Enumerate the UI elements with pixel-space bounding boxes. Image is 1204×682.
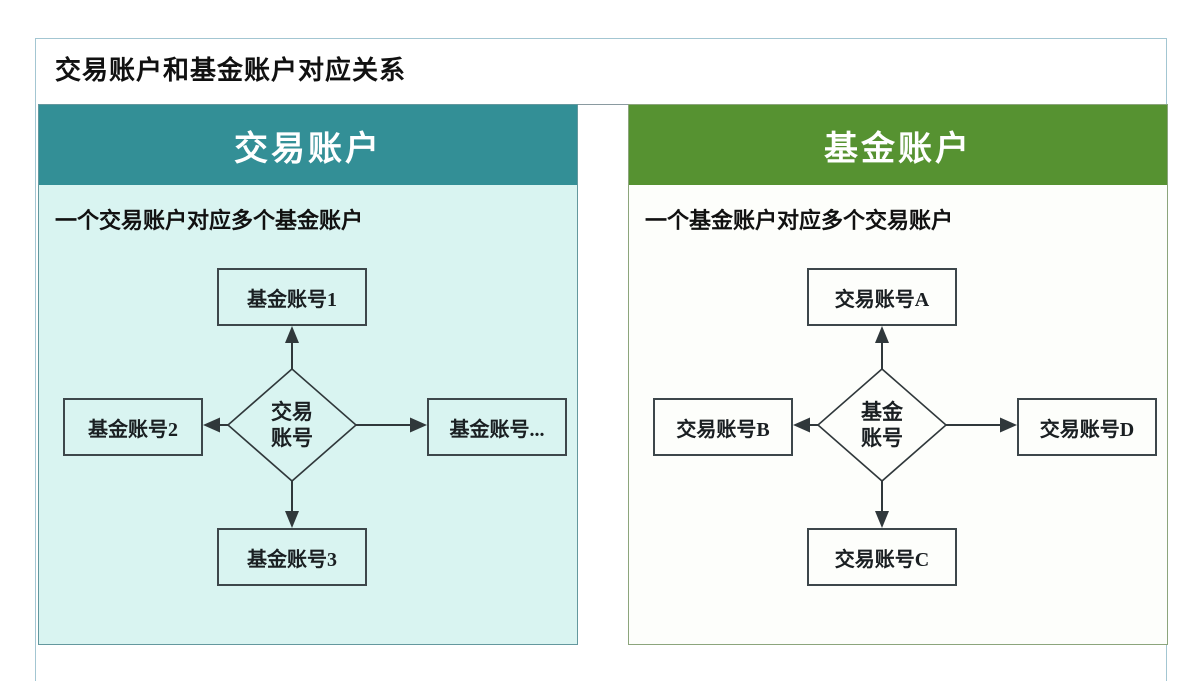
node-fund-2: 基金账号2 <box>63 398 203 456</box>
node-fund-1: 基金账号1 <box>217 268 367 326</box>
node-fund-3: 基金账号3 <box>217 528 367 586</box>
diamond-label-line1: 基金 <box>861 399 903 424</box>
trading-diagram: 基金账号1 基金账号2 基金账号... 基金账号3 交易 账号 <box>39 185 577 644</box>
node-fund-more: 基金账号... <box>427 398 567 456</box>
diamond-trading-account: 交易 账号 <box>232 397 352 453</box>
panel-fund-account: 基金账户 一个基金账户对应多个交易账户 交易账号A 交易账号B 交易账号D <box>628 104 1168 645</box>
arrow-down-head <box>875 511 889 528</box>
page-title: 交易账户和基金账户对应关系 <box>55 56 407 85</box>
panel-trading-account: 交易账户 一个交易账户对应多个基金账户 基金账号1 基金账号2 基金账号... <box>38 104 578 645</box>
arrow-up-head <box>875 326 889 343</box>
diamond-label-line2: 账号 <box>271 426 313 450</box>
node-trade-d: 交易账号D <box>1017 398 1157 456</box>
panel-trading-header: 交易账户 <box>39 105 577 185</box>
fund-diagram: 交易账号A 交易账号B 交易账号D 交易账号C 基金 账号 <box>629 185 1167 644</box>
arrow-left-head <box>793 417 810 433</box>
panel-top-divider-line <box>578 104 628 105</box>
node-trade-a: 交易账号A <box>807 268 957 326</box>
panel-trading-subtitle: 一个交易账户对应多个基金账户 <box>55 208 364 233</box>
arrow-right-head <box>1000 417 1017 433</box>
panel-fund-subtitle: 一个基金账户对应多个交易账户 <box>645 208 954 233</box>
diamond-label-line2: 账号 <box>861 426 903 450</box>
arrow-right-head <box>410 417 427 433</box>
arrow-up-head <box>285 326 299 343</box>
diamond-fund-account: 基金 账号 <box>822 397 942 453</box>
panel-trading-body: 一个交易账户对应多个基金账户 基金账号1 基金账号2 基金账号... 基金账号3 <box>39 185 577 644</box>
panel-fund-header: 基金账户 <box>629 105 1167 185</box>
panel-fund-body: 一个基金账户对应多个交易账户 交易账号A 交易账号B 交易账号D 交易账号C <box>629 185 1167 644</box>
node-trade-b: 交易账号B <box>653 398 793 456</box>
diamond-label-line1: 交易 <box>271 399 313 424</box>
node-trade-c: 交易账号C <box>807 528 957 586</box>
arrow-left-head <box>203 417 220 433</box>
arrow-down-head <box>285 511 299 528</box>
